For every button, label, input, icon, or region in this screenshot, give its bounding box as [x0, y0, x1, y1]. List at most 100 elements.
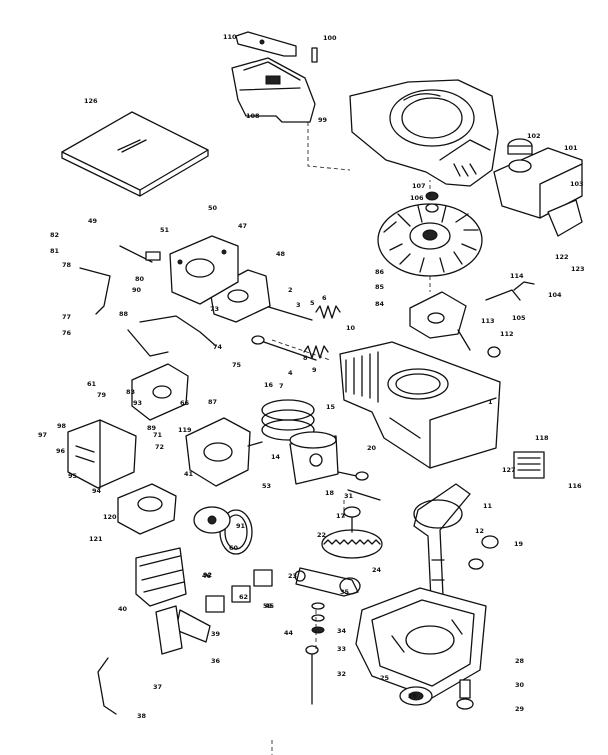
- callout-35: 35: [340, 588, 350, 596]
- callout-85: 85: [375, 283, 385, 291]
- callout-20: 20: [367, 444, 377, 452]
- callout-103: 103: [570, 180, 584, 188]
- callout-74: 74: [213, 343, 223, 351]
- blower-housing-guard: [231, 57, 316, 123]
- callout-36: 36: [211, 657, 221, 665]
- callout-53: 53: [262, 482, 271, 490]
- callout-61: 61: [87, 380, 97, 388]
- callout-110: 110: [223, 33, 237, 41]
- callout-72: 72: [155, 443, 164, 451]
- callout-3: 3: [296, 301, 301, 309]
- callout-47: 47: [238, 222, 247, 230]
- callout-49: 49: [88, 217, 98, 225]
- callout-40: 40: [118, 605, 128, 613]
- fuel-cap: [507, 138, 533, 155]
- callout-50: 50: [208, 204, 218, 212]
- callout-45: 45: [265, 602, 275, 610]
- callout-7: 7: [279, 382, 284, 390]
- callout-59: 59: [263, 602, 273, 610]
- filter-base: [193, 506, 231, 534]
- blower-housing: [349, 79, 499, 187]
- primer-bulb: [487, 346, 501, 358]
- callout-75: 75: [232, 361, 242, 369]
- callout-11: 11: [483, 502, 493, 510]
- callout-105: 105: [512, 314, 526, 322]
- callout-76: 76: [62, 329, 72, 337]
- callout-116: 116: [568, 482, 582, 490]
- callout-91: 91: [236, 522, 246, 530]
- callout-26: 26: [408, 692, 418, 700]
- callout-38: 38: [137, 712, 147, 720]
- top-screw: [311, 47, 318, 63]
- callout-126: 126: [84, 97, 98, 105]
- carburetor: [185, 417, 263, 487]
- callout-44: 44: [284, 629, 294, 637]
- control-shaft: [119, 245, 161, 263]
- spark-plug-wire: [485, 281, 535, 301]
- callout-8: 8: [303, 354, 308, 362]
- air-filter-element: [117, 483, 177, 535]
- callout-108: 108: [246, 112, 260, 120]
- callout-113: 113: [481, 317, 495, 325]
- callout-118: 118: [535, 434, 549, 442]
- callout-18: 18: [325, 489, 335, 497]
- choke-plate: [513, 451, 545, 479]
- callout-86: 86: [375, 268, 385, 276]
- callout-81: 81: [50, 247, 60, 255]
- throttle-linkage: [79, 267, 217, 357]
- camshaft-gear: [321, 506, 383, 559]
- callout-9: 9: [312, 366, 317, 374]
- callout-62: 62: [239, 593, 248, 601]
- guard-bracket: [235, 31, 297, 57]
- tappets: [337, 471, 381, 501]
- callout-82: 82: [50, 231, 59, 239]
- callout-5: 5: [310, 299, 315, 307]
- callout-99: 99: [318, 116, 328, 124]
- callout-28: 28: [515, 657, 525, 665]
- piston-rings: [261, 399, 315, 441]
- callout-4: 4: [288, 369, 293, 377]
- connecting-rod: [294, 567, 361, 597]
- callout-6: 6: [322, 294, 327, 302]
- cylinder-head: [169, 235, 239, 305]
- callout-96: 96: [56, 447, 66, 455]
- callout-79: 79: [97, 391, 107, 399]
- callout-73: 73: [210, 305, 219, 313]
- bracket-plate: [155, 605, 183, 655]
- callout-84: 84: [375, 300, 385, 308]
- callout-127: 127: [502, 466, 516, 474]
- callout-60: 60: [229, 544, 239, 552]
- callout-101: 101: [564, 144, 578, 152]
- callout-16: 16: [264, 381, 274, 389]
- callout-93: 93: [133, 399, 142, 407]
- callout-1: 1: [488, 398, 493, 406]
- callout-102: 102: [527, 132, 541, 140]
- callout-120: 120: [103, 513, 117, 521]
- drain-plug: [456, 679, 474, 710]
- intake-manifold: [131, 363, 189, 421]
- callout-77: 77: [62, 313, 71, 321]
- callout-95: 95: [68, 472, 78, 480]
- owners-manual: [61, 111, 209, 197]
- ignition-armature: [409, 291, 471, 351]
- callout-114: 114: [510, 272, 524, 280]
- callout-83: 83: [126, 388, 135, 396]
- callout-119: 119: [178, 426, 192, 434]
- callout-14: 14: [271, 453, 281, 461]
- callout-112: 112: [500, 330, 514, 338]
- fuel-filter-cup: [135, 547, 187, 607]
- muffler-shield: [547, 199, 583, 237]
- air-cleaner-cover: [67, 419, 137, 489]
- callout-12: 12: [475, 527, 484, 535]
- callout-48: 48: [276, 250, 286, 258]
- gear-small: [468, 535, 499, 570]
- cylinder-block: [339, 341, 501, 469]
- callout-29: 29: [515, 705, 525, 713]
- washers: [311, 602, 325, 634]
- callout-94: 94: [92, 487, 102, 495]
- flywheel: [377, 203, 483, 277]
- callout-78: 78: [62, 261, 72, 269]
- callout-104: 104: [548, 291, 562, 299]
- callout-92: 92: [203, 571, 212, 579]
